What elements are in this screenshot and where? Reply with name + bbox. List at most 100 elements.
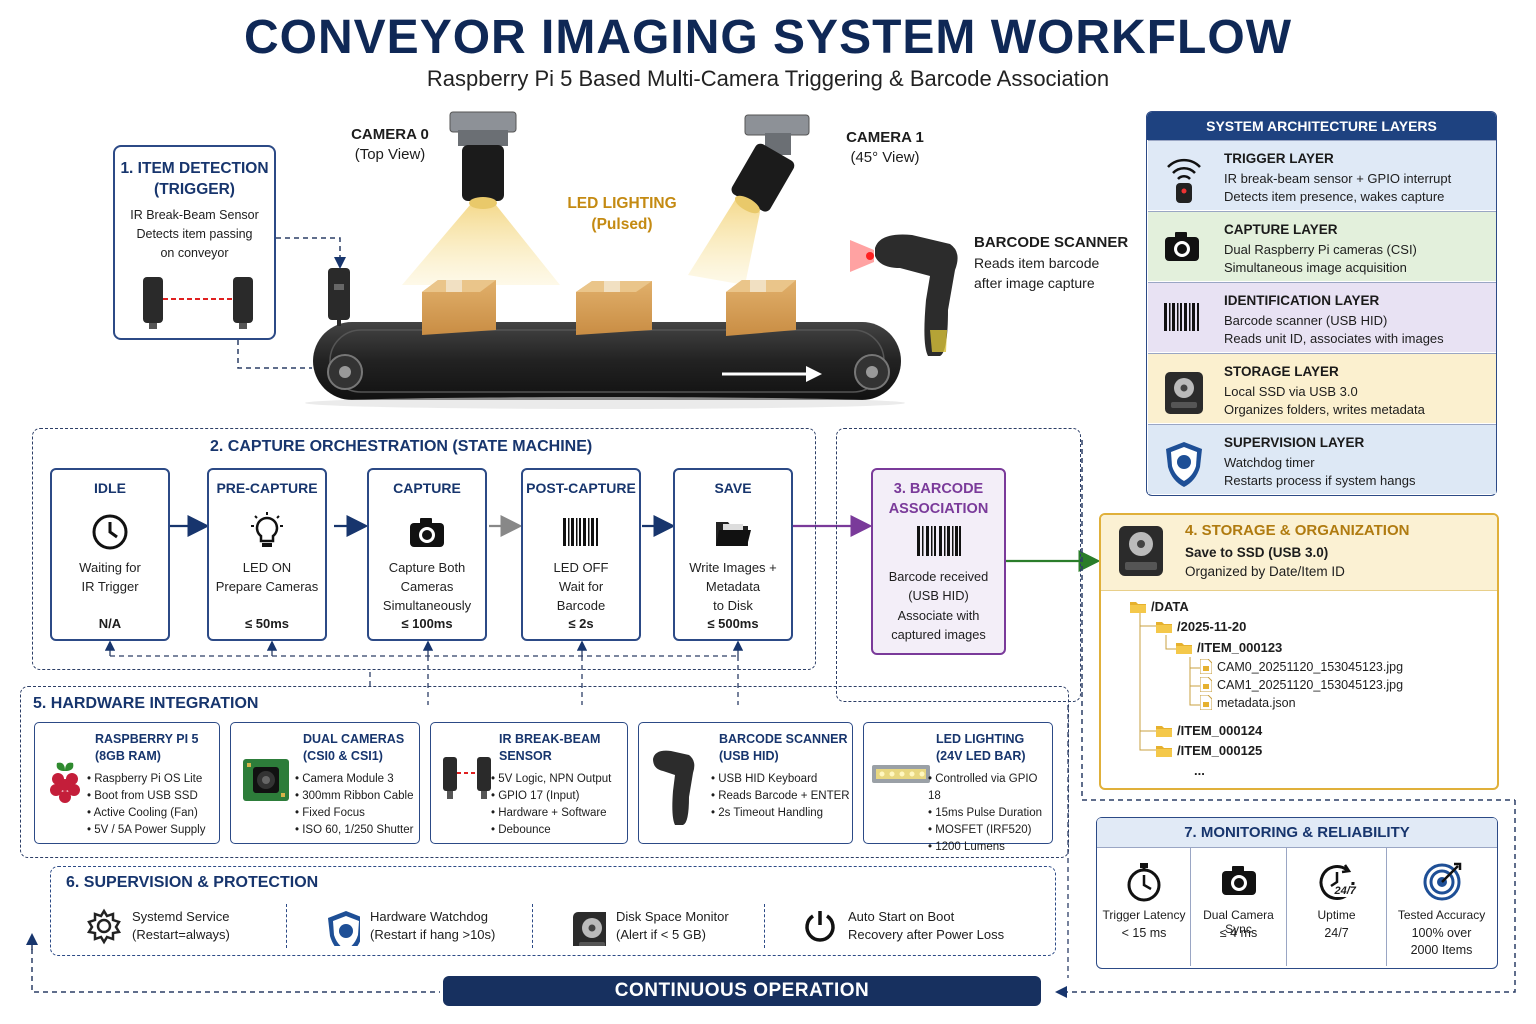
folder-icon — [1156, 620, 1172, 633]
hardware-card: BARCODE SCANNER(USB HID)USB HID Keyboard… — [638, 722, 853, 844]
hardware-spec: Debounce — [491, 822, 611, 839]
supervision-label: Auto Start on Boot — [848, 909, 955, 924]
hardware-card: IR BREAK-BEAM SENSOR 5V Logic, NPN OutputG… — [430, 722, 628, 844]
tree-folder: /ITEM_000123 — [1176, 640, 1282, 655]
tree-label: /ITEM_000125 — [1177, 743, 1263, 758]
hardware-title-line1: BARCODE SCANNER — [719, 732, 848, 746]
hardware-spec-list: USB HID KeyboardReads Barcode + ENTER2s … — [711, 771, 849, 822]
scanner-label: BARCODE SCANNER — [974, 234, 1129, 251]
layer-line1: Local SSD via USB 3.0 — [1224, 384, 1358, 399]
layer-line1: Dual Raspberry Pi cameras (CSI) — [1224, 242, 1417, 257]
led-lighting-label: LED LIGHTING — [567, 195, 677, 212]
hardware-card: LED LIGHTING(24V LED BAR) Controlled via … — [863, 722, 1053, 853]
metric-value: 24/7 — [1324, 926, 1349, 940]
tree-label: /DATA — [1151, 599, 1189, 614]
metric-label: Uptime — [1317, 908, 1356, 922]
barcode-assoc-l2: (USB HID) — [908, 588, 969, 604]
storage-panel — [1099, 513, 1499, 790]
metric-value: 100% over — [1411, 926, 1472, 940]
hardware-spec: ISO 60, 1/250 Shutter — [295, 822, 413, 839]
page-title: CONVEYOR IMAGING SYSTEM WORKFLOW — [244, 11, 1292, 64]
tree-folder: /ITEM_000124 — [1156, 723, 1262, 738]
file-icon — [1200, 677, 1212, 692]
storage-title: 4. STORAGE & ORGANIZATION — [1185, 522, 1410, 539]
detection-line1: IR Break-Beam Sensor — [130, 208, 259, 222]
shield-icon — [324, 908, 364, 956]
hardware-spec: Controlled via GPIO 18 — [928, 771, 1052, 805]
hardware-title-line1: IR BREAK-BEAM — [499, 732, 601, 746]
hardware-title-line2: (CSI0 & CSI1) — [303, 749, 383, 763]
storage-line2: Organized by Date/Item ID — [1185, 564, 1345, 579]
metric-label: Dual Camera Sync — [1203, 908, 1274, 936]
state-time-budget: ≤ 2s — [568, 616, 594, 631]
state-title: POST-CAPTURE — [526, 480, 636, 496]
supervision-label: Systemd Service — [132, 909, 230, 924]
tree-folder: /ITEM_000125 — [1156, 743, 1262, 758]
hardware-image — [45, 759, 85, 812]
hardware-spec-list: 5V Logic, NPN OutputGPIO 17 (Input)Hardw… — [491, 771, 611, 839]
barcode-assoc-title1: 3. BARCODE — [893, 481, 984, 497]
led-bar-icon — [872, 765, 930, 783]
tree-label: /ITEM_000124 — [1177, 723, 1263, 738]
scanner-line1: Reads item barcode — [974, 255, 1100, 271]
tree-folder: ... — [1194, 763, 1205, 778]
hard-drive-icon — [570, 908, 611, 954]
folder-tree-lines — [1139, 613, 1200, 751]
layer-title: CAPTURE LAYER — [1224, 222, 1338, 237]
detection-title-line2: (TRIGGER) — [154, 181, 235, 198]
barcode-assoc-title2: ASSOCIATION — [888, 501, 989, 517]
hardware-spec: Active Cooling (Fan) — [87, 805, 205, 822]
state-title: SAVE — [714, 480, 752, 496]
barcode-icon — [916, 526, 961, 556]
tree-folder: /2025-11-20 — [1156, 619, 1246, 634]
barcode-scanner-icon — [653, 750, 695, 825]
layer-title: SUPERVISION LAYER — [1224, 435, 1365, 450]
architecture-title: SYSTEM ARCHITECTURE LAYERS — [1147, 112, 1496, 140]
detection-line3: on conveyor — [160, 246, 229, 260]
supervision-detail: (Restart if hang >10s) — [370, 927, 496, 942]
hardware-title-line2: SENSOR — [499, 749, 552, 763]
state-time-budget: ≤ 500ms — [707, 616, 759, 631]
layer-line1: Barcode scanner (USB HID) — [1224, 313, 1388, 328]
state-description-line: Capture Both — [388, 560, 466, 575]
hardware-image — [870, 759, 932, 794]
camera-icon — [407, 512, 447, 552]
hardware-panel — [20, 686, 1069, 858]
hardware-image — [241, 753, 293, 810]
architecture-layer: CAPTURE LAYER Dual Raspberry Pi cameras (… — [1148, 211, 1496, 281]
layer-line1: IR break-beam sensor + GPIO interrupt — [1224, 171, 1452, 186]
supervision-label: Hardware Watchdog — [370, 909, 489, 924]
layer-line2: Simultaneous image acquisition — [1224, 260, 1407, 275]
storage-line1: Save to SSD (USB 3.0) — [1185, 545, 1329, 560]
state-description-line: Write Images + — [689, 560, 777, 575]
detection-title-line1: 1. ITEM DETECTION — [120, 160, 269, 177]
layer-title: STORAGE LAYER — [1224, 364, 1339, 379]
hardware-title: LED LIGHTING(24V LED BAR) — [936, 731, 1026, 765]
hardware-title: RASPBERRY PI 5(8GB RAM) — [95, 731, 199, 765]
tree-label: /2025-11-20 — [1177, 619, 1247, 634]
supervision-divider — [532, 904, 533, 948]
power-icon — [802, 908, 838, 951]
state-description-line: Simultaneously — [382, 598, 472, 613]
state-title: IDLE — [94, 480, 126, 496]
hardware-title: DUAL CAMERAS(CSI0 & CSI1) — [303, 731, 404, 765]
metric-label: Trigger Latency — [1102, 908, 1186, 922]
file-icon — [1200, 695, 1212, 710]
layer-title: IDENTIFICATION LAYER — [1224, 293, 1380, 308]
hardware-title: 5. HARDWARE INTEGRATION — [33, 695, 259, 712]
hardware-spec-list: Camera Module 3300mm Ribbon CableFixed F… — [295, 771, 413, 839]
orchestration-title: 2. CAPTURE ORCHESTRATION (STATE MACHINE) — [210, 438, 593, 455]
hardware-spec: MOSFET (IRF520) — [928, 822, 1052, 839]
hardware-spec: Fixed Focus — [295, 805, 413, 822]
ir-sensor-icon — [443, 757, 491, 799]
hardware-card: DUAL CAMERAS(CSI0 & CSI1) Camera Module 3… — [230, 722, 420, 844]
hardware-spec: 15ms Pulse Duration — [928, 805, 1052, 822]
hardware-spec: 5V / 5A Power Supply — [87, 822, 205, 839]
